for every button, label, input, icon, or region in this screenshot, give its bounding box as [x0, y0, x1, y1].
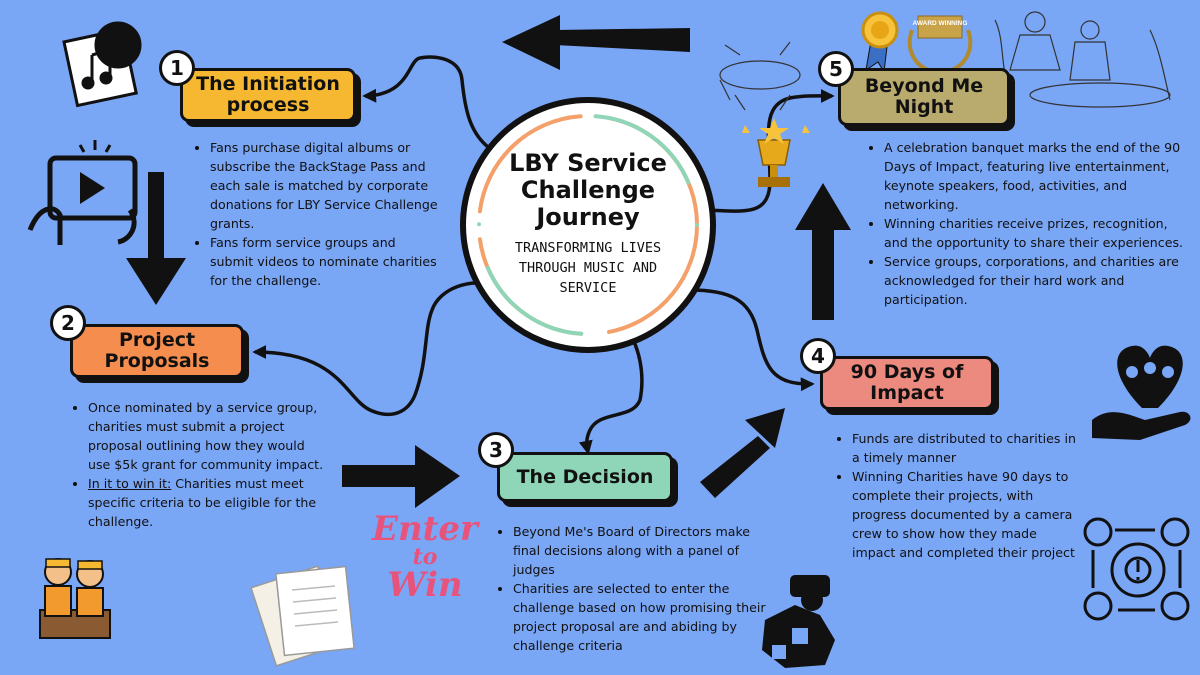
ribbon-icon: [861, 11, 899, 74]
step-5-title: Beyond Me Night: [864, 75, 984, 118]
arrow-right-to-step3: [342, 445, 460, 508]
step-3-bullet-2: Charities are selected to enter the chal…: [513, 579, 775, 655]
big-arrows: [126, 15, 851, 508]
connector-hub-to-step1: [362, 55, 494, 152]
step-3-title-box: The Decision: [497, 452, 673, 502]
step-5-bullet-2: Winning charities receive prizes, recogn…: [884, 214, 1184, 252]
step-1-bullets: Fans purchase digital albums or subscrib…: [194, 138, 442, 290]
step-4-badge: 4: [800, 338, 836, 374]
step-4-title: 90 Days of Impact: [850, 361, 964, 404]
step-3-title: The Decision: [516, 465, 654, 488]
arrow-up-to-step5: [795, 183, 851, 320]
step-3-badge: 3: [478, 432, 514, 468]
step-2-bullet-1: Once nominated by a service group, chari…: [88, 398, 328, 474]
step-4-bullet-1: Funds are distributed to charities in a …: [852, 429, 1084, 467]
video-tablet-icon: [27, 140, 138, 245]
enter-word: Enter: [372, 509, 478, 549]
step-2-bullet-2: In it to win it: Charities must meet spe…: [88, 474, 328, 531]
step-5-bullets: A celebration banquet marks the end of t…: [868, 138, 1184, 309]
process-cycle-icon: [1083, 517, 1190, 621]
step-3-bullets: Beyond Me's Board of Directors make fina…: [497, 522, 775, 655]
award-badge-icon: AWARD WINNING: [907, 15, 973, 74]
hub-subtitle: TRANSFORMING LIVES THROUGH MUSIC AND SER…: [514, 240, 662, 296]
step-4-bullets: Funds are distributed to charities in a …: [836, 429, 1084, 562]
hub-title: LBY Service Challenge Journey: [509, 149, 667, 231]
step-1-title-box: The Initiation process: [180, 68, 356, 122]
step-5-bullet-3: Service groups, corporations, and charit…: [884, 252, 1184, 309]
documents-icon: [250, 565, 355, 667]
connector-hub-to-step3: [578, 323, 644, 455]
step-5-badge: 5: [818, 51, 854, 87]
step-5-bullet-1: A celebration banquet marks the end of t…: [884, 138, 1184, 214]
step-3-bullet-1: Beyond Me's Board of Directors make fina…: [513, 522, 775, 579]
step-5-title-box: Beyond Me Night: [838, 68, 1010, 126]
award-ribbon-text: AWARD WINNING: [913, 20, 968, 27]
step-2-title: Project Proposals: [104, 329, 210, 372]
step-2-title-box: Project Proposals: [70, 324, 244, 378]
connector-hub-to-step2: [252, 281, 497, 417]
trophy-icon: [742, 118, 810, 187]
hub-circle: [460, 97, 716, 353]
connector-hub-to-step4: [689, 288, 815, 392]
enter-to-win-lettering: Enter to Win: [360, 512, 490, 602]
arrow-top-left: [502, 15, 690, 70]
step-1-bullet-1: Fans purchase digital albums or subscrib…: [210, 138, 442, 233]
heart-hand-people-icon: [1092, 345, 1191, 440]
step-2-bullets: Once nominated by a service group, chari…: [72, 398, 328, 531]
workers-icon: [39, 558, 111, 639]
to-word: to: [412, 544, 438, 570]
step-1-bullet-2: Fans form service groups and submit vide…: [210, 233, 442, 290]
step-1-badge: 1: [159, 50, 195, 86]
arrow-down-to-step2: [126, 172, 186, 305]
step-2-bullet-2-text: Charities must meet specific criteria to…: [88, 476, 317, 529]
arrow-diagonal-to-step4: [700, 408, 785, 498]
step-4-bullet-2: Winning Charities have 90 days to comple…: [852, 467, 1084, 562]
step-2-emphasis: In it to win it:: [88, 476, 172, 491]
step-1-title: The Initiation process: [196, 73, 340, 116]
step-4-title-box: 90 Days of Impact: [820, 356, 994, 410]
puzzle-hands-icon: [762, 575, 835, 668]
win-word: Win: [387, 565, 463, 605]
music-album-icon: [62, 21, 142, 108]
step-2-badge: 2: [50, 305, 86, 341]
